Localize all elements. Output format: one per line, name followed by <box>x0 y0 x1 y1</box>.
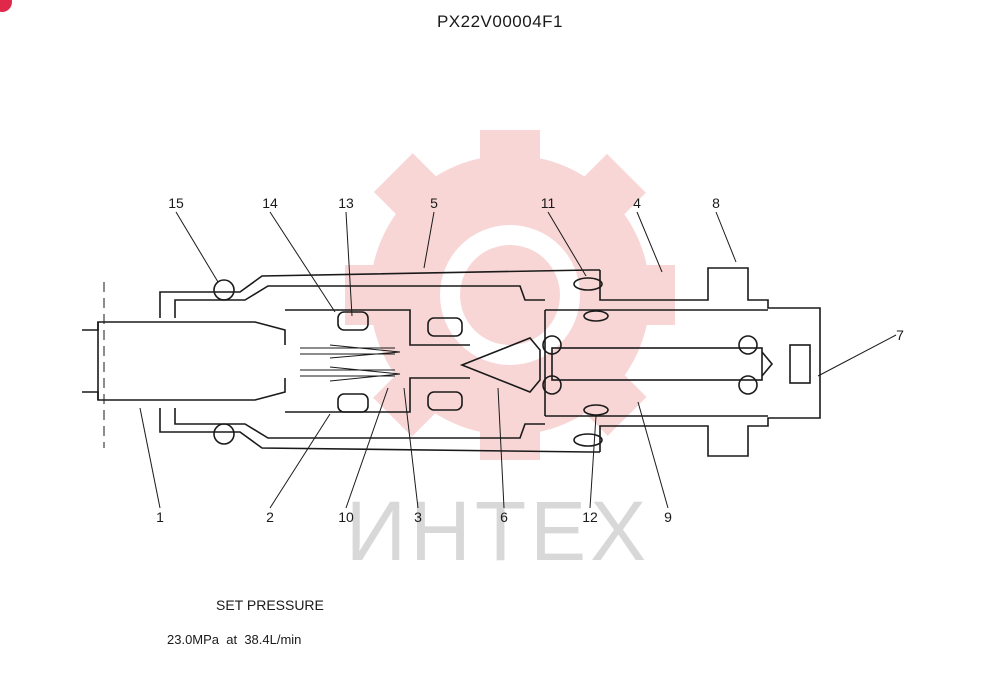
part-11-seal <box>573 277 603 291</box>
corner-badge <box>0 0 12 12</box>
callout-11: 11 <box>541 195 556 211</box>
callout-5: 5 <box>430 195 438 211</box>
part-5-sleeve-top <box>159 269 600 318</box>
callout-1: 1 <box>156 509 164 525</box>
callout-7: 7 <box>896 327 904 343</box>
set-pressure-label: SET PRESSURE <box>216 597 324 613</box>
pressure-flow-spec: 23.0MPa at 38.4L/min <box>167 632 302 647</box>
callout-3: 3 <box>414 509 422 525</box>
part-4-housing <box>599 267 821 457</box>
callout-labels: 15 14 13 5 11 4 8 7 1 2 10 3 6 12 9 <box>156 195 904 525</box>
part-1-stem-bottom <box>82 378 286 401</box>
part-number-title: PX22V00004F1 <box>436 12 564 31</box>
callout-14: 14 <box>262 195 278 211</box>
callout-2: 2 <box>266 509 274 525</box>
part-5-sleeve-bottom <box>159 408 600 453</box>
watermark-gear-icon <box>345 130 675 460</box>
part-7-adjust-screw <box>789 344 811 384</box>
callout-9: 9 <box>664 509 672 525</box>
part-12-seal <box>583 404 609 416</box>
callout-15: 15 <box>168 195 184 211</box>
callout-4: 4 <box>633 195 641 211</box>
watermark-text: ИНТЕХ <box>346 484 650 578</box>
part-15-oring <box>213 279 235 301</box>
callout-6: 6 <box>500 509 508 525</box>
callout-10: 10 <box>338 509 354 525</box>
part-9-piston <box>551 347 763 381</box>
part-13-ring <box>337 311 369 331</box>
part-1-stem-top <box>82 321 286 345</box>
callout-12: 12 <box>582 509 598 525</box>
callout-8: 8 <box>712 195 720 211</box>
part-10-spring <box>300 344 401 382</box>
callout-13: 13 <box>338 195 354 211</box>
part-6-poppet <box>459 337 541 393</box>
callout-leaders <box>139 211 897 509</box>
